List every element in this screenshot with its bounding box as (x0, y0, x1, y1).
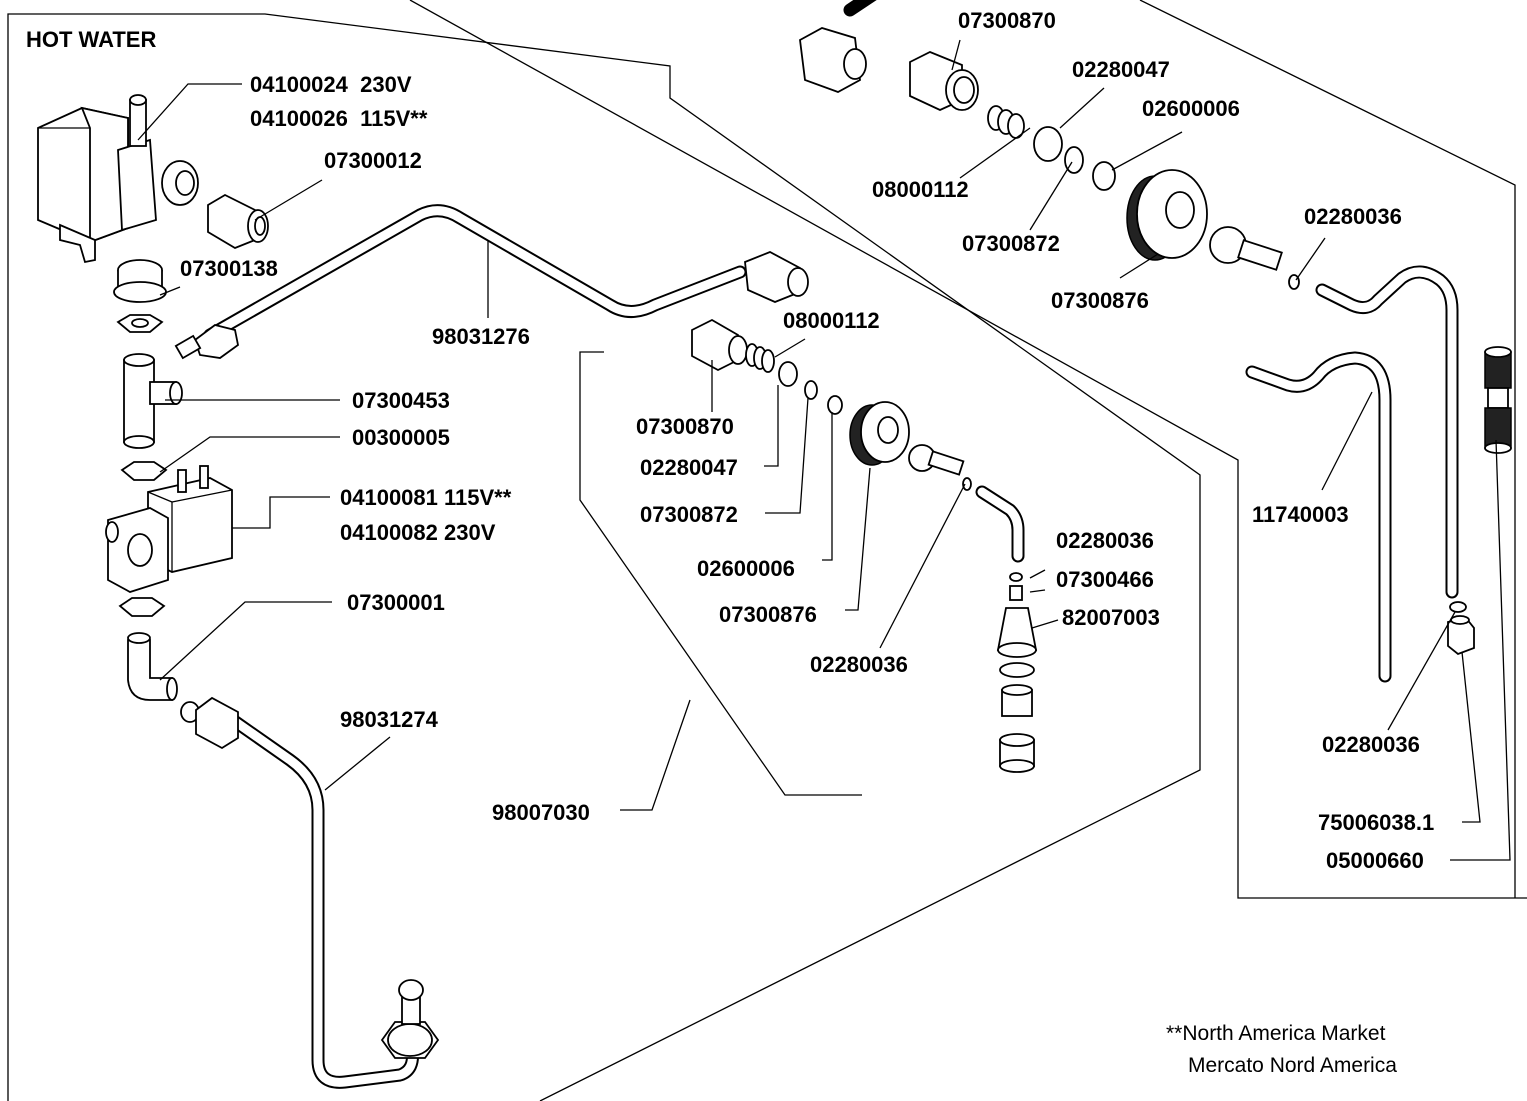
right-tip-75006038-part (1447, 615, 1475, 656)
middle-washer-02600006-part (827, 395, 843, 415)
panel-outlines (7, 0, 1527, 1101)
label-02280036-top: 02280036 (1304, 204, 1402, 229)
label-82007003: 82007003 (1062, 605, 1160, 630)
middle-ring-07300872-part (804, 380, 818, 400)
middle-oring-02280047-part (778, 361, 798, 387)
label-02280036-b: 02280036 (1056, 528, 1154, 553)
label-02600006-top: 02600006 (1142, 96, 1240, 121)
diagram-title: HOT WATER (26, 27, 156, 52)
top-spring-08000112-part (987, 105, 1025, 139)
top-fitting-07300870-part (909, 51, 979, 111)
label-07300453: 07300453 (352, 388, 450, 413)
middle-ball-joint-part (908, 444, 965, 476)
label-04100081: 04100081 115V** (340, 485, 512, 510)
middle-fitting-07300870-part (691, 318, 748, 372)
label-02600006-mid: 02600006 (697, 556, 795, 581)
label-07300012: 07300012 (324, 148, 422, 173)
label-07300872-top: 07300872 (962, 231, 1060, 256)
nut-lower-part (118, 597, 166, 617)
label-07300466: 07300466 (1056, 567, 1154, 592)
label-98031274: 98031274 (340, 707, 439, 732)
elbow-07300001-part (127, 632, 178, 701)
top-ball-joint-part (1209, 226, 1283, 271)
label-07300001: 07300001 (347, 590, 445, 615)
label-04100082: 04100082 230V (340, 520, 496, 545)
middle-spring-08000112-part (745, 343, 775, 373)
note-line-2: Mercato Nord America (1188, 1054, 1397, 1077)
fitting-07300012-part (207, 193, 269, 250)
tube-11740003-part (1245, 351, 1392, 683)
nut-00300005-part (120, 461, 168, 481)
top-washer-02600006-part (1092, 161, 1116, 191)
label-07300138: 07300138 (180, 256, 278, 281)
bushing-07300138-part (113, 259, 167, 303)
tube-98031274-part (180, 696, 440, 1089)
solenoid-valve-230v-part (37, 94, 199, 264)
part-labels: 04100024 230V 04100026 115V** 07300012 0… (180, 8, 1434, 873)
label-07300870-mid: 07300870 (636, 414, 734, 439)
label-11740003: 11740003 (1252, 502, 1349, 527)
tube-98031276-part (174, 204, 809, 360)
label-08000112-top: 08000112 (872, 177, 969, 202)
label-04100026: 04100026 115V** (250, 106, 428, 131)
tee-07300453-part (123, 353, 183, 449)
right-oring-02280036-part (1449, 601, 1467, 613)
middle-knob-07300876-part (849, 401, 910, 466)
label-02280047-top: 02280047 (1072, 57, 1170, 82)
nut-part (116, 314, 164, 333)
solenoid-valve-04100081-part (105, 465, 233, 593)
label-02280036-mid: 02280036 (810, 652, 908, 677)
label-07300876-top: 07300876 (1051, 288, 1149, 313)
label-98007030: 98007030 (492, 800, 590, 825)
label-02280047-mid: 02280047 (640, 455, 738, 480)
label-05000660: 05000660 (1326, 848, 1424, 873)
top-knob-07300876-part (1126, 169, 1208, 261)
note-line-1: **North America Market (1166, 1022, 1386, 1045)
label-07300876-mid: 07300876 (719, 602, 817, 627)
label-00300005: 00300005 (352, 425, 450, 450)
label-04100024: 04100024 230V (250, 72, 412, 97)
right-tube-long-part (1315, 265, 1459, 599)
label-07300870-top: 07300870 (958, 8, 1056, 33)
middle-steam-tip-part (975, 485, 1038, 773)
market-note: **North America Market Mercato Nord Amer… (1166, 1022, 1397, 1077)
label-75006038: 75006038.1 (1318, 810, 1434, 835)
top-fitting-nut-part (799, 0, 877, 93)
leader-lines (137, 39, 1511, 861)
label-08000112-mid: 08000112 (783, 308, 880, 333)
label-07300872-mid: 07300872 (640, 502, 738, 527)
label-98031276: 98031276 (432, 324, 530, 349)
right-nozzle-05000660-part (1484, 346, 1512, 454)
label-02280036-r: 02280036 (1322, 732, 1420, 757)
top-oring-02280047-part (1033, 126, 1063, 162)
middle-oring-02280036-part (962, 477, 972, 491)
